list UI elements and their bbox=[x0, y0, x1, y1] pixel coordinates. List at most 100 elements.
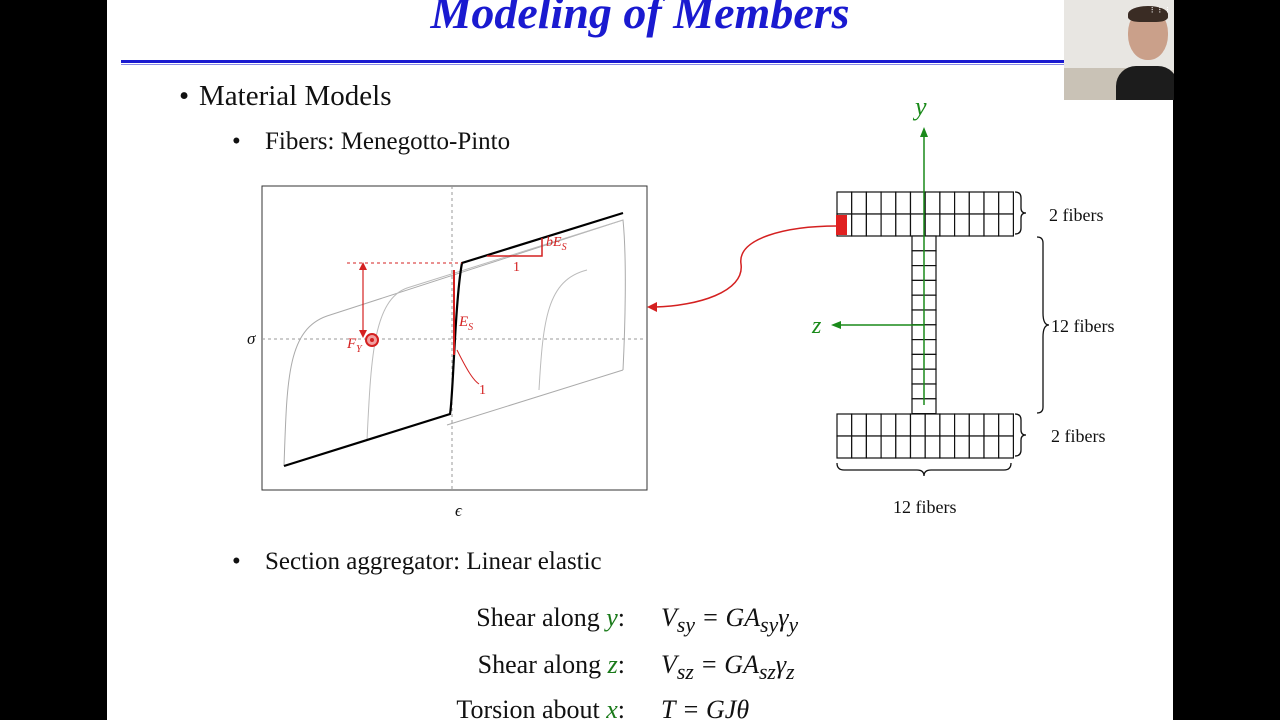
es-leader bbox=[456, 349, 480, 385]
presentation-slide: Modeling of Members • Material Models • Fi… bbox=[107, 0, 1173, 720]
title-underline bbox=[121, 60, 1171, 63]
flange-fiber-cell bbox=[880, 213, 897, 237]
bullet-material-models: • Material Models bbox=[179, 80, 391, 113]
bullet-fibers: • Fibers: Menegotto-Pinto bbox=[232, 128, 510, 156]
presenter-body bbox=[1116, 66, 1174, 100]
flange-fiber-cell bbox=[968, 435, 985, 459]
flange-fiber-cell bbox=[865, 213, 882, 237]
flange-fiber-cell bbox=[909, 191, 926, 215]
bullet-section-text: Section aggregator: Linear elastic bbox=[265, 548, 602, 575]
flange-fiber-cell bbox=[998, 191, 1014, 215]
flange-fiber-cell bbox=[968, 213, 985, 237]
flange-fiber-cell bbox=[865, 435, 882, 459]
flange-fiber-cell bbox=[939, 435, 956, 459]
flange-fiber-cell bbox=[865, 413, 882, 437]
equation-label: Shear along z: bbox=[477, 650, 625, 679]
brace-width bbox=[836, 462, 1012, 477]
flange-fiber-cell bbox=[924, 413, 941, 437]
equation-expression: Vsz = GAszγz bbox=[661, 650, 795, 685]
brace-top bbox=[1014, 191, 1027, 235]
label-fy: FY bbox=[346, 336, 363, 355]
i-section-diagram: y z 2 fibers 12 fibers 2 fibers 12 fiber… bbox=[811, 92, 1114, 517]
webcam-video-tile[interactable]: ⁝ ⁝ ⁝ bbox=[1064, 0, 1174, 100]
title-underline-thin bbox=[121, 64, 1171, 65]
flange-fiber-cell bbox=[939, 213, 956, 237]
brace-bottom bbox=[1014, 413, 1027, 457]
flange-fiber-cell bbox=[865, 191, 882, 215]
flange-fiber-cell bbox=[895, 191, 912, 215]
flange-fiber-cell bbox=[895, 435, 912, 459]
flange-fiber-cell bbox=[983, 191, 1000, 215]
equation-label: Torsion about x: bbox=[456, 695, 625, 720]
cursor-pointer-dot bbox=[370, 338, 374, 342]
presenter-hair bbox=[1128, 6, 1168, 22]
flange-fiber-cell bbox=[939, 191, 956, 215]
y-axis-label: σ bbox=[247, 329, 256, 348]
flange-fiber-cell bbox=[851, 435, 868, 459]
flange-fiber-cell bbox=[836, 413, 853, 437]
highlighted-fiber bbox=[836, 215, 847, 235]
y-axis-arrow-icon bbox=[920, 127, 928, 137]
flange-fiber-cell bbox=[880, 191, 897, 215]
flange-fiber-cell bbox=[924, 213, 941, 237]
x-axis-label: ϵ bbox=[455, 501, 463, 520]
flange-fiber-cell bbox=[968, 191, 985, 215]
flange-fiber-cell bbox=[836, 191, 853, 215]
bullet-section-aggregator: • Section aggregator: Linear elastic bbox=[232, 548, 602, 576]
flange-fiber-cell bbox=[998, 413, 1014, 437]
bottom-flange bbox=[836, 413, 1014, 459]
label-one-es: 1 bbox=[479, 383, 486, 398]
flange-fiber-cell bbox=[851, 413, 868, 437]
linking-arrow-head-icon bbox=[647, 302, 657, 312]
label-top-fibers: 2 fibers bbox=[1049, 205, 1103, 225]
z-axis-label: z bbox=[811, 313, 822, 339]
equation-label: Shear along y: bbox=[476, 603, 625, 632]
flange-fiber-cell bbox=[954, 413, 970, 437]
bullet-dot-icon: • bbox=[232, 128, 241, 155]
top-flange bbox=[836, 191, 1014, 237]
bullet-material-text: Material Models bbox=[199, 80, 392, 112]
hysteresis-loop-4 bbox=[446, 369, 624, 426]
flange-fiber-cell bbox=[895, 413, 912, 437]
equation-expression: T = GJθ bbox=[661, 695, 750, 720]
flange-fiber-cell bbox=[968, 413, 985, 437]
bullet-dot-icon: • bbox=[179, 80, 190, 112]
hysteresis-loop-2 bbox=[366, 219, 624, 441]
flange-fiber-cell bbox=[983, 413, 1000, 437]
hysteresis-loop-outer bbox=[283, 219, 626, 467]
linking-arrow bbox=[647, 225, 838, 312]
flange-fiber-cell bbox=[909, 213, 926, 237]
label-width-fibers: 12 fibers bbox=[893, 497, 956, 517]
flange-fiber-cell bbox=[851, 213, 868, 237]
z-axis-arrow-icon bbox=[831, 321, 841, 329]
label-bes: bES bbox=[546, 235, 567, 253]
equation-torsion-x: Torsion about x: T = GJθ bbox=[425, 695, 749, 720]
flange-fiber-cell bbox=[954, 213, 970, 237]
label-es: ES bbox=[458, 314, 473, 333]
brace-web bbox=[1036, 236, 1050, 414]
webcam-menu-icon[interactable]: ⁝ ⁝ ⁝ bbox=[1150, 6, 1170, 16]
fy-arrow-head-up bbox=[359, 262, 367, 270]
fy-arrow-head-down bbox=[359, 330, 367, 338]
flange-fiber-cell bbox=[998, 435, 1014, 459]
slide-title: Modeling of Members bbox=[430, 0, 850, 38]
flange-fiber-cell bbox=[836, 435, 853, 459]
flange-fiber-cell bbox=[880, 435, 897, 459]
flange-fiber-cell bbox=[924, 435, 941, 459]
flange-fiber-cell bbox=[983, 213, 1000, 237]
stress-strain-plot: FY ES bES 1 1 σ ϵ bbox=[247, 185, 648, 520]
flange-fiber-cell bbox=[939, 413, 956, 437]
equation-expression: Vsy = GAsyγy bbox=[661, 603, 799, 638]
equation-shear-z: Shear along z: Vsz = GAszγz bbox=[425, 650, 795, 685]
bullet-fibers-text: Fibers: Menegotto-Pinto bbox=[265, 128, 511, 155]
flange-fiber-cell bbox=[954, 191, 970, 215]
flange-fiber-cell bbox=[954, 435, 970, 459]
flange-fiber-cell bbox=[983, 435, 1000, 459]
flange-fiber-cell bbox=[880, 413, 897, 437]
label-bottom-fibers: 2 fibers bbox=[1051, 426, 1105, 446]
hysteresis-loop-3 bbox=[538, 269, 588, 391]
flange-fiber-cell bbox=[851, 191, 868, 215]
equation-shear-y: Shear along y: Vsy = GAsyγy bbox=[425, 603, 798, 638]
bullet-dot-icon: • bbox=[232, 548, 241, 575]
flange-fiber-cell bbox=[924, 191, 941, 215]
